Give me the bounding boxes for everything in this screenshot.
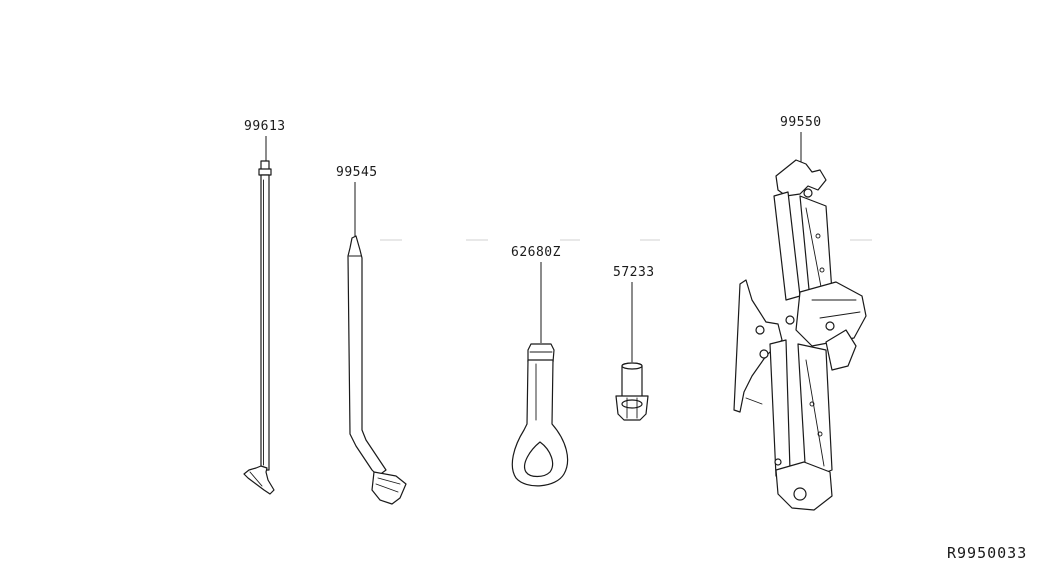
part-tow-hook[interactable]: 62680Z (511, 245, 569, 487)
tow-hook-illustration (511, 343, 569, 487)
adapter-socket-illustration (615, 362, 649, 421)
part-number-label: 62680Z (511, 245, 561, 260)
part-number-label: 99613 (244, 119, 286, 134)
part-number-label: 99545 (336, 165, 378, 180)
part-scissor-jack[interactable]: 99550 (733, 115, 867, 511)
part-adapter-socket[interactable]: 57233 (613, 265, 655, 421)
part-jack-rod[interactable]: 99613 (243, 119, 286, 495)
scissor-jack-illustration (733, 159, 867, 511)
jack-rod-illustration (243, 160, 275, 495)
part-number-label: 99550 (780, 115, 822, 130)
diagram-reference-number: R9950033 (947, 544, 1027, 562)
part-number-label: 57233 (613, 265, 655, 280)
wheel-wrench-illustration (347, 235, 407, 505)
part-wheel-wrench[interactable]: 99545 (336, 165, 407, 505)
